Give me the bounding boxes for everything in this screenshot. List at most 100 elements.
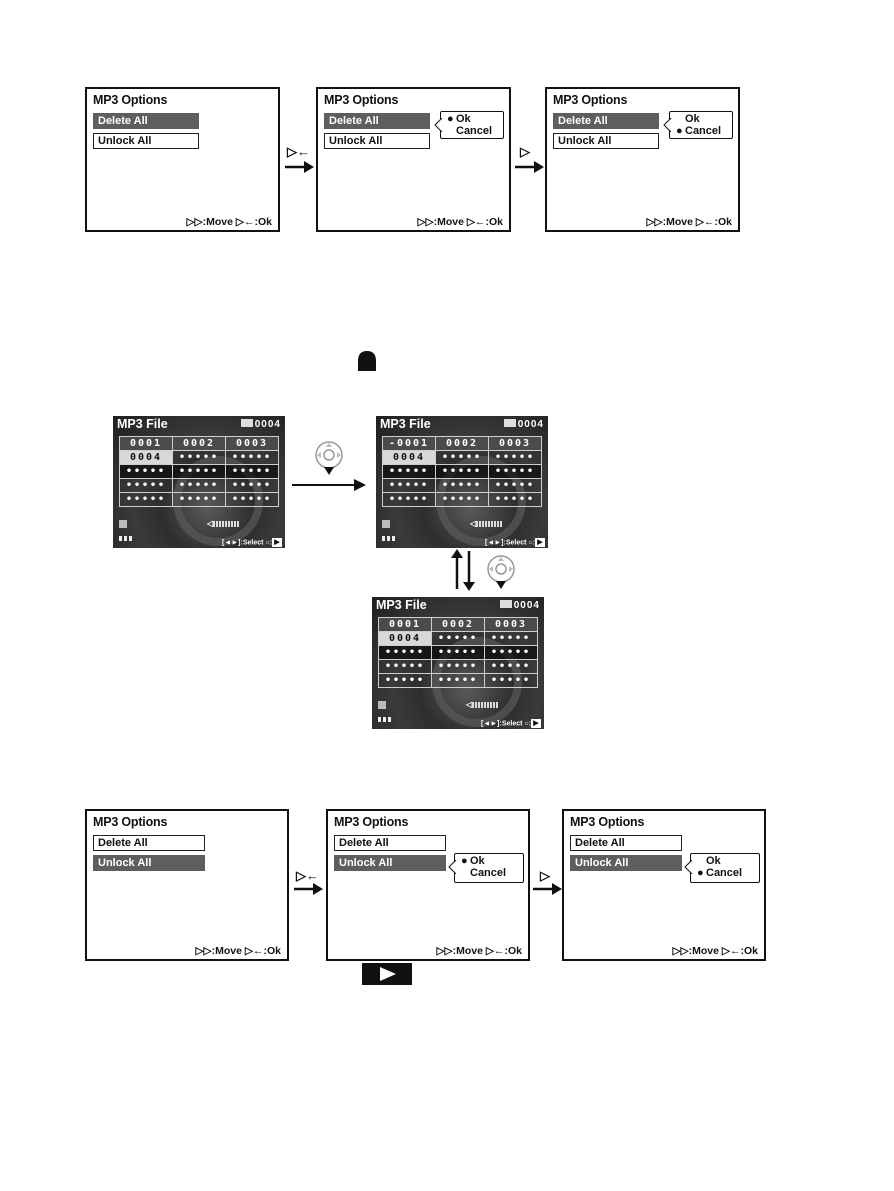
move-button-icon: ▷▷ bbox=[436, 945, 453, 957]
confirm-popup: Ok ●Cancel bbox=[684, 853, 760, 883]
file-cell[interactable]: ••••• bbox=[119, 464, 173, 479]
panel-title: MP3 Options bbox=[93, 815, 168, 829]
joystick-icon: ○ bbox=[528, 539, 533, 547]
menu-item-delete-all[interactable]: Delete All bbox=[570, 835, 682, 851]
file-cell[interactable]: 0002 bbox=[435, 436, 489, 451]
file-cell[interactable]: ••••• bbox=[172, 464, 226, 479]
menu-item-delete-all[interactable]: Delete All bbox=[553, 113, 659, 129]
popup-cancel-option[interactable]: Cancel bbox=[470, 867, 507, 879]
ok-button-icon: ▷← bbox=[287, 144, 310, 159]
menu-item-unlock-all[interactable]: Unlock All bbox=[334, 855, 446, 871]
file-cell[interactable]: ••••• bbox=[378, 659, 432, 674]
volume-indicator: ◁ bbox=[470, 519, 503, 528]
panel-footer: ▷▷:Move ▷←:Ok bbox=[186, 216, 272, 228]
file-cell[interactable]: 0004 bbox=[382, 450, 436, 465]
menu-item-delete-all[interactable]: Delete All bbox=[324, 113, 430, 129]
file-cell[interactable]: ••••• bbox=[435, 464, 489, 479]
options-panel-4: MP3 Options Delete All Unlock All ▷▷:Mov… bbox=[85, 809, 289, 961]
file-cell[interactable]: ••••• bbox=[431, 631, 485, 646]
menu-item-delete-all[interactable]: Delete All bbox=[93, 835, 205, 851]
ok-button-icon: ▷← bbox=[485, 945, 505, 957]
file-cell[interactable]: ••••• bbox=[484, 673, 538, 688]
popup-cancel-option[interactable]: ●Cancel bbox=[697, 867, 743, 879]
popup-ok-option[interactable]: Ok bbox=[706, 855, 721, 867]
screen-title: MP3 File bbox=[380, 417, 431, 431]
popup-caret bbox=[684, 860, 693, 874]
popup-cancel-option[interactable]: ●Cancel bbox=[676, 125, 722, 137]
file-cell[interactable]: ••••• bbox=[484, 659, 538, 674]
file-cell[interactable]: ••••• bbox=[435, 450, 489, 465]
menu-item-unlock-all[interactable]: Unlock All bbox=[553, 133, 659, 149]
file-cell[interactable]: ••••• bbox=[378, 645, 432, 660]
ok-button-icon: ▷← bbox=[244, 945, 264, 957]
file-cell[interactable]: ••••• bbox=[172, 478, 226, 493]
file-cell[interactable]: 0003 bbox=[225, 436, 279, 451]
menu-item-delete-all[interactable]: Delete All bbox=[93, 113, 199, 129]
speaker-icon: ◁ bbox=[470, 519, 477, 528]
play-triangle-icon bbox=[380, 967, 396, 981]
menu-item-unlock-all[interactable]: Unlock All bbox=[324, 133, 430, 149]
file-cell[interactable]: ••••• bbox=[378, 673, 432, 688]
menu-item-unlock-all[interactable]: Unlock All bbox=[93, 133, 199, 149]
file-cell[interactable]: ••••• bbox=[382, 464, 436, 479]
file-cell[interactable]: ••••• bbox=[431, 645, 485, 660]
speaker-icon: ◁ bbox=[466, 700, 473, 709]
file-cell[interactable]: ••••• bbox=[382, 492, 436, 507]
file-cell[interactable]: 0002 bbox=[431, 617, 485, 632]
file-cell[interactable]: 0004 bbox=[378, 631, 432, 646]
file-cell[interactable]: ••••• bbox=[484, 645, 538, 660]
panel-title: MP3 Options bbox=[93, 93, 168, 107]
file-cell[interactable]: ••••• bbox=[119, 492, 173, 507]
popup-ok-option[interactable]: ●Ok bbox=[447, 113, 471, 125]
panel-footer: ▷▷:Move ▷←:Ok bbox=[195, 945, 281, 957]
menu-item-delete-all[interactable]: Delete All bbox=[334, 835, 446, 851]
file-cell[interactable]: ••••• bbox=[172, 450, 226, 465]
ok-button-icon: ▷← bbox=[466, 216, 486, 228]
file-cell[interactable]: ••••• bbox=[488, 492, 542, 507]
confirm-popup: ●Ok Cancel bbox=[448, 853, 524, 883]
file-cell[interactable]: 0002 bbox=[172, 436, 226, 451]
file-cell[interactable]: ••••• bbox=[488, 478, 542, 493]
file-cell[interactable]: ••••• bbox=[225, 478, 279, 493]
file-cell[interactable]: ••••• bbox=[484, 631, 538, 646]
speaker-icon: ◁ bbox=[207, 519, 214, 528]
file-cell[interactable]: ••••• bbox=[225, 464, 279, 479]
file-cell[interactable]: 0003 bbox=[484, 617, 538, 632]
joystick-icon: ○ bbox=[265, 539, 270, 547]
panel-footer: ▷▷:Move ▷←:Ok bbox=[436, 945, 522, 957]
volume-bars bbox=[213, 520, 240, 527]
file-cell[interactable]: ••••• bbox=[119, 478, 173, 493]
file-cell[interactable]: ••••• bbox=[435, 492, 489, 507]
file-cell[interactable]: ••••• bbox=[225, 492, 279, 507]
file-cell[interactable]: -0001 bbox=[382, 436, 436, 451]
volume-indicator: ◁ bbox=[466, 700, 499, 709]
file-cell[interactable]: ••••• bbox=[431, 673, 485, 688]
file-cell[interactable]: 0001 bbox=[378, 617, 432, 632]
popup-cancel-option[interactable]: Cancel bbox=[456, 125, 493, 137]
menu-item-unlock-all[interactable]: Unlock All bbox=[570, 855, 682, 871]
file-cell[interactable]: 0004 bbox=[119, 450, 173, 465]
popup-ok-option[interactable]: Ok bbox=[685, 113, 700, 125]
file-cell[interactable]: ••••• bbox=[431, 659, 485, 674]
file-cell[interactable]: ••••• bbox=[435, 478, 489, 493]
options-panel-1: MP3 Options Delete All Unlock All ▷▷:Mov… bbox=[85, 87, 280, 232]
file-cell[interactable]: 0003 bbox=[488, 436, 542, 451]
panel-title: MP3 Options bbox=[324, 93, 399, 107]
file-cell[interactable]: ••••• bbox=[172, 492, 226, 507]
popup-ok-option[interactable]: ●Ok bbox=[461, 855, 485, 867]
menu-item-unlock-all[interactable]: Unlock All bbox=[93, 855, 205, 871]
file-cell[interactable]: ••••• bbox=[488, 464, 542, 479]
volume-bars bbox=[472, 701, 499, 708]
file-cell[interactable]: ••••• bbox=[382, 478, 436, 493]
options-panel-5: MP3 Options Delete All Unlock All ●Ok Ca… bbox=[326, 809, 530, 961]
right-arrow-icon bbox=[292, 479, 366, 491]
right-arrow-icon bbox=[294, 883, 323, 895]
file-cell[interactable]: ••••• bbox=[225, 450, 279, 465]
file-cell[interactable]: ••••• bbox=[488, 450, 542, 465]
file-cell[interactable]: 0001 bbox=[119, 436, 173, 451]
battery-icon bbox=[378, 717, 392, 722]
panel-title: MP3 Options bbox=[553, 93, 628, 107]
